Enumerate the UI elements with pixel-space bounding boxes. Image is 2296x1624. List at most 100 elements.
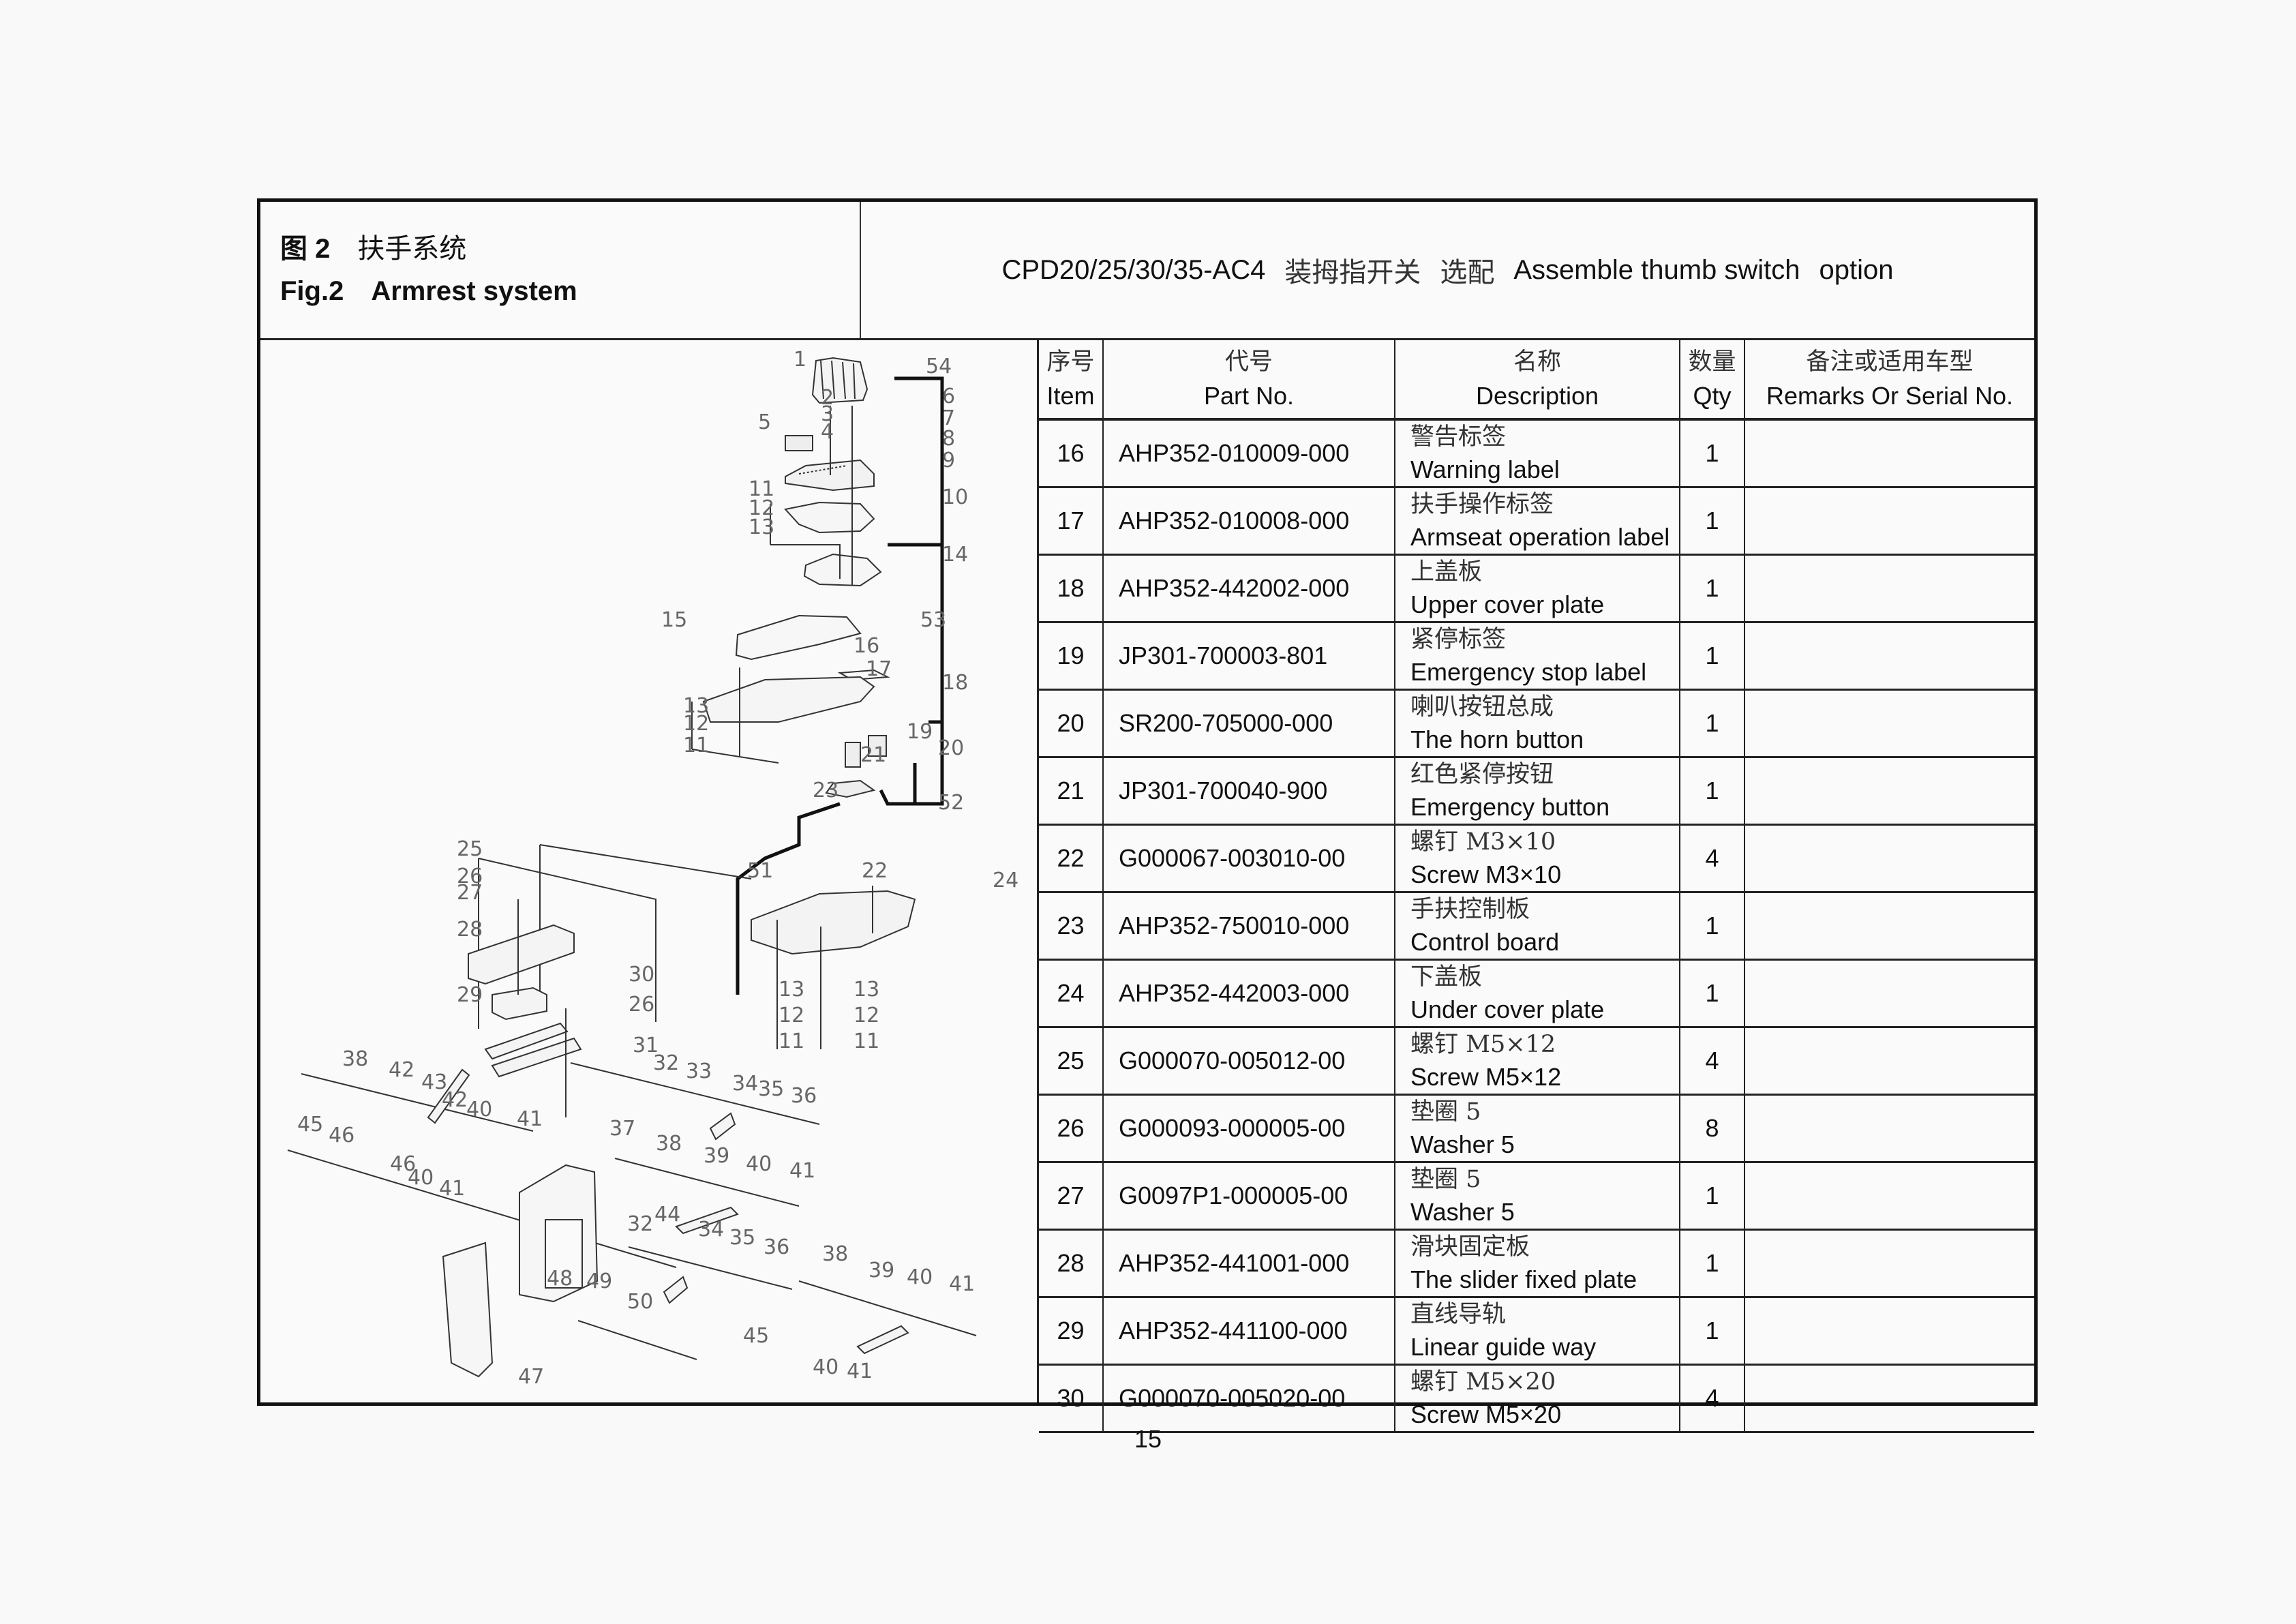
remarks <box>1744 554 2034 623</box>
part-callout-4: 4 <box>821 420 834 444</box>
part-callout-3: 3 <box>821 402 834 426</box>
description-cn: 扶手操作标签 <box>1410 491 1554 518</box>
part-callout-12: 12 <box>749 496 774 520</box>
part-callout-11: 11 <box>683 734 709 757</box>
option-en: option <box>1819 254 1894 285</box>
part-callout-26: 26 <box>457 864 483 888</box>
part-callout-41: 41 <box>949 1272 975 1296</box>
remarks <box>1744 824 2034 893</box>
remarks <box>1744 1094 2034 1163</box>
part-number: G000070-005020-00 <box>1102 1364 1395 1432</box>
item-number: 26 <box>1039 1094 1104 1163</box>
part-callout-23: 23 <box>813 779 839 802</box>
quantity: 1 <box>1679 1296 1745 1366</box>
armrest-exploded-view: 1542637485911121310141553161718131211192… <box>287 348 1018 1389</box>
part-callout-35: 35 <box>729 1226 755 1250</box>
part-callout-29: 29 <box>457 983 483 1007</box>
description-en: Warning label <box>1410 455 1560 483</box>
part-callout-40: 40 <box>907 1265 933 1289</box>
description: 扶手操作标签 Armseat operation label <box>1394 486 1680 556</box>
part-callout-37: 37 <box>609 1117 635 1141</box>
item-number: 28 <box>1039 1229 1104 1298</box>
quantity: 1 <box>1679 486 1745 556</box>
part-callout-35: 35 <box>758 1077 784 1101</box>
description: 警告标签 Warning label <box>1394 419 1680 488</box>
part-callout-2: 2 <box>821 386 834 410</box>
item-number: 18 <box>1039 554 1104 623</box>
part-callout-26: 26 <box>629 993 654 1017</box>
description-en: Armseat operation label <box>1410 523 1670 551</box>
part-callout-22: 22 <box>862 859 888 883</box>
remarks <box>1744 1364 2034 1432</box>
part-callout-20: 20 <box>938 736 964 760</box>
variant-en: Assemble thumb switch <box>1513 254 1800 285</box>
part-callout-50: 50 <box>627 1290 653 1314</box>
quantity: 1 <box>1679 689 1745 758</box>
part-callout-45: 45 <box>743 1324 769 1348</box>
description-cn: 手扶控制板 <box>1410 896 1530 923</box>
description-cn: 垫圈 5 <box>1410 1166 1481 1193</box>
quantity: 1 <box>1679 554 1745 623</box>
part-callout-12: 12 <box>683 712 709 736</box>
part-callout-18: 18 <box>942 671 968 695</box>
part-callout-42: 42 <box>389 1058 414 1082</box>
part-callout-40: 40 <box>746 1152 772 1176</box>
part-callout-14: 14 <box>942 543 968 567</box>
part-callout-54: 54 <box>926 355 952 378</box>
description-cn: 警告标签 <box>1410 423 1507 451</box>
description-cn: 螺钉 M3×10 <box>1410 828 1556 856</box>
part-callout-41: 41 <box>847 1359 873 1383</box>
part-number: AHP352-442003-000 <box>1102 959 1395 1028</box>
item-number: 21 <box>1039 756 1104 826</box>
part-callout-13: 13 <box>779 978 804 1002</box>
description-en: The horn button <box>1410 725 1584 753</box>
remarks <box>1744 1161 2034 1231</box>
part-number: G000067-003010-00 <box>1102 824 1395 893</box>
part-number: AHP352-010009-000 <box>1102 419 1395 488</box>
figure-number-en: Fig.2 <box>280 276 344 306</box>
part-callout-12: 12 <box>854 1004 879 1027</box>
item-number: 19 <box>1039 621 1104 691</box>
quantity: 4 <box>1679 1364 1745 1432</box>
part-number: G000070-005012-00 <box>1102 1026 1395 1096</box>
part-callout-41: 41 <box>789 1159 815 1183</box>
part-callout-12: 12 <box>779 1004 804 1027</box>
part-callout-39: 39 <box>868 1259 894 1282</box>
remarks <box>1744 1026 2034 1096</box>
figure-name-en: Armrest system <box>371 276 577 306</box>
description-en: Linear guide way <box>1410 1333 1597 1361</box>
part-callout-8: 8 <box>942 427 955 451</box>
description-cn: 红色紧停按钮 <box>1410 761 1554 788</box>
part-callout-41: 41 <box>517 1107 543 1131</box>
part-callout-25: 25 <box>457 837 483 861</box>
part-callout-44: 44 <box>654 1203 680 1227</box>
description-cn: 上盖板 <box>1410 558 1483 586</box>
part-callout-15: 15 <box>661 608 687 632</box>
part-callout-24: 24 <box>993 869 1018 892</box>
remarks <box>1744 756 2034 826</box>
part-callout-16: 16 <box>854 634 879 658</box>
item-number: 23 <box>1039 891 1104 961</box>
part-callout-45: 45 <box>297 1113 323 1137</box>
description-en: Under cover plate <box>1410 995 1605 1023</box>
description-cn: 垫圈 5 <box>1410 1098 1481 1126</box>
